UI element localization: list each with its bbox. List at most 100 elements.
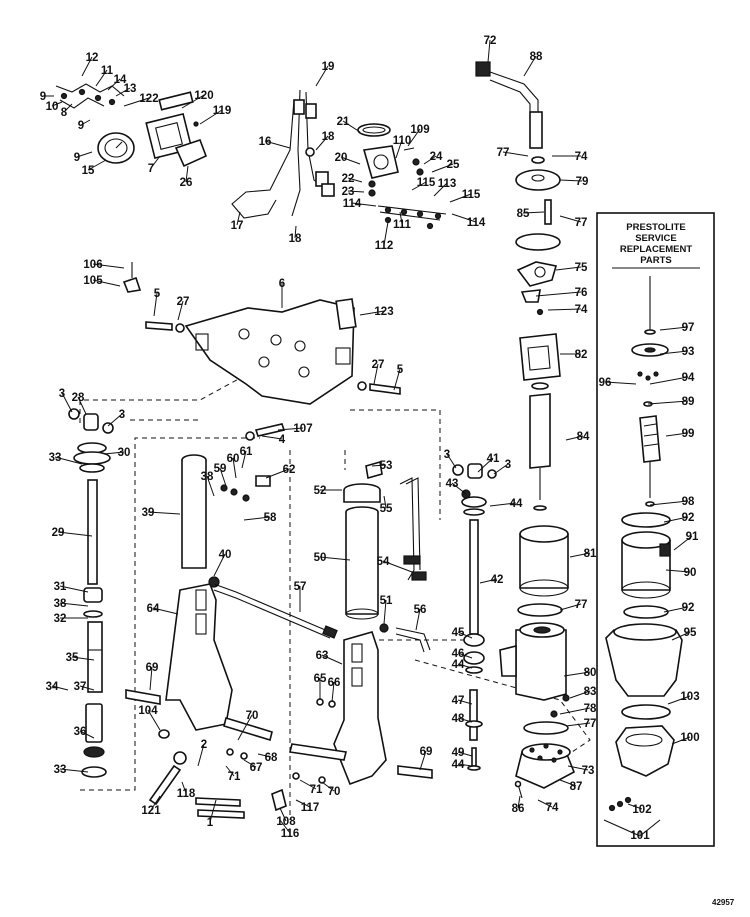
callout-leader	[371, 464, 387, 467]
callout-leader	[537, 799, 553, 808]
part-callout-115: 115	[462, 189, 481, 201]
part-callout-58: 58	[264, 512, 277, 524]
part-callout-26: 26	[180, 177, 193, 189]
callout-leader	[383, 599, 387, 625]
part-callout-43: 43	[446, 478, 459, 490]
callout-leader	[321, 781, 335, 792]
callout-leader	[431, 163, 454, 173]
callout-leader	[241, 450, 247, 469]
callout-leader	[261, 435, 283, 440]
part-callout-96: 96	[599, 377, 612, 389]
callout-leader	[59, 585, 89, 593]
middle-cylinder-assembly	[271, 460, 433, 812]
part-callout-88: 88	[530, 51, 543, 63]
part-callout-95: 95	[684, 627, 697, 639]
part-callout-25: 25	[447, 159, 460, 171]
callout-leader	[71, 656, 95, 661]
callout-leader	[92, 263, 125, 269]
callout-leader	[457, 717, 473, 723]
left-shaft-stack	[68, 408, 114, 778]
part-callout-70: 70	[246, 710, 259, 722]
callout-leader	[559, 179, 583, 182]
callout-leader	[243, 516, 271, 521]
part-callout-114: 114	[467, 217, 486, 229]
callout-leader	[177, 300, 184, 321]
part-callout-80: 80	[584, 667, 597, 679]
part-callout-122: 122	[139, 93, 158, 105]
callout-leader	[665, 569, 691, 573]
part-callout-22: 22	[342, 173, 355, 185]
part-callout-76: 76	[575, 287, 588, 299]
callout-leader	[359, 310, 385, 316]
callout-leader	[665, 432, 689, 437]
part-callout-77: 77	[575, 217, 588, 229]
part-callout-59: 59	[214, 463, 227, 475]
part-callout-38: 38	[201, 471, 214, 483]
part-callout-42: 42	[491, 574, 504, 586]
part-callout-13: 13	[124, 83, 137, 95]
part-callout-16: 16	[259, 136, 272, 148]
callout-leader	[232, 457, 237, 479]
part-callout-117: 117	[301, 802, 320, 814]
part-callout-44: 44	[452, 759, 465, 771]
part-callout-17: 17	[231, 220, 244, 232]
callout-leader	[559, 603, 582, 611]
part-callout-61: 61	[240, 446, 253, 458]
inset-title-line-1: PRESTOLITE	[626, 222, 685, 233]
callout-leader	[559, 215, 582, 223]
callout-leader	[197, 743, 205, 767]
callout-leader	[87, 159, 107, 171]
callout-leader	[225, 765, 235, 777]
callout-leader	[522, 211, 545, 214]
callout-leader	[76, 151, 93, 158]
callout-leader	[61, 392, 73, 413]
part-callout-123: 123	[374, 306, 393, 318]
callout-leader	[321, 654, 343, 665]
callout-leader	[649, 500, 689, 506]
part-callout-69: 69	[146, 662, 159, 674]
callout-leader	[299, 779, 317, 790]
part-callout-39: 39	[142, 507, 155, 519]
part-callout-3: 3	[505, 459, 511, 471]
part-callout-9: 9	[40, 91, 46, 103]
part-callout-105: 105	[83, 275, 103, 287]
part-callout-108: 108	[276, 816, 296, 828]
callout-leader	[393, 368, 401, 391]
callout-leader	[147, 709, 161, 731]
callout-leader	[315, 135, 329, 151]
callout-leader	[153, 292, 158, 317]
callout-leader	[487, 39, 491, 63]
part-callout-21: 21	[337, 116, 350, 128]
callout-leader	[671, 736, 691, 745]
callout-leader	[569, 552, 591, 558]
callout-leader	[181, 781, 187, 794]
part-callout-110: 110	[393, 135, 412, 147]
callout-leader	[493, 463, 509, 475]
part-callout-92: 92	[682, 512, 695, 524]
part-callout-98: 98	[682, 496, 695, 508]
part-callout-60: 60	[227, 453, 240, 465]
part-callout-4: 4	[279, 434, 286, 446]
callout-leader	[57, 531, 93, 537]
callout-leader	[449, 193, 472, 203]
left-tilt-assembly	[125, 423, 286, 819]
callout-leader	[502, 151, 529, 157]
part-callout-112: 112	[375, 240, 394, 252]
callout-leader	[315, 65, 329, 87]
part-callout-23: 23	[342, 186, 355, 198]
part-callout-33: 33	[54, 764, 67, 776]
part-callout-28: 28	[72, 392, 85, 404]
part-callout-86: 86	[512, 803, 525, 815]
part-callout-74: 74	[546, 802, 559, 814]
part-callout-73: 73	[582, 765, 595, 777]
callout-leader	[265, 468, 290, 479]
callout-leader	[295, 799, 311, 808]
part-callout-55: 55	[380, 503, 393, 515]
callout-leader	[649, 376, 689, 385]
part-callout-7: 7	[148, 163, 154, 175]
callout-leader	[663, 516, 689, 523]
part-callout-74: 74	[575, 151, 588, 163]
callout-leader	[59, 768, 89, 773]
callout-leader	[54, 456, 83, 465]
